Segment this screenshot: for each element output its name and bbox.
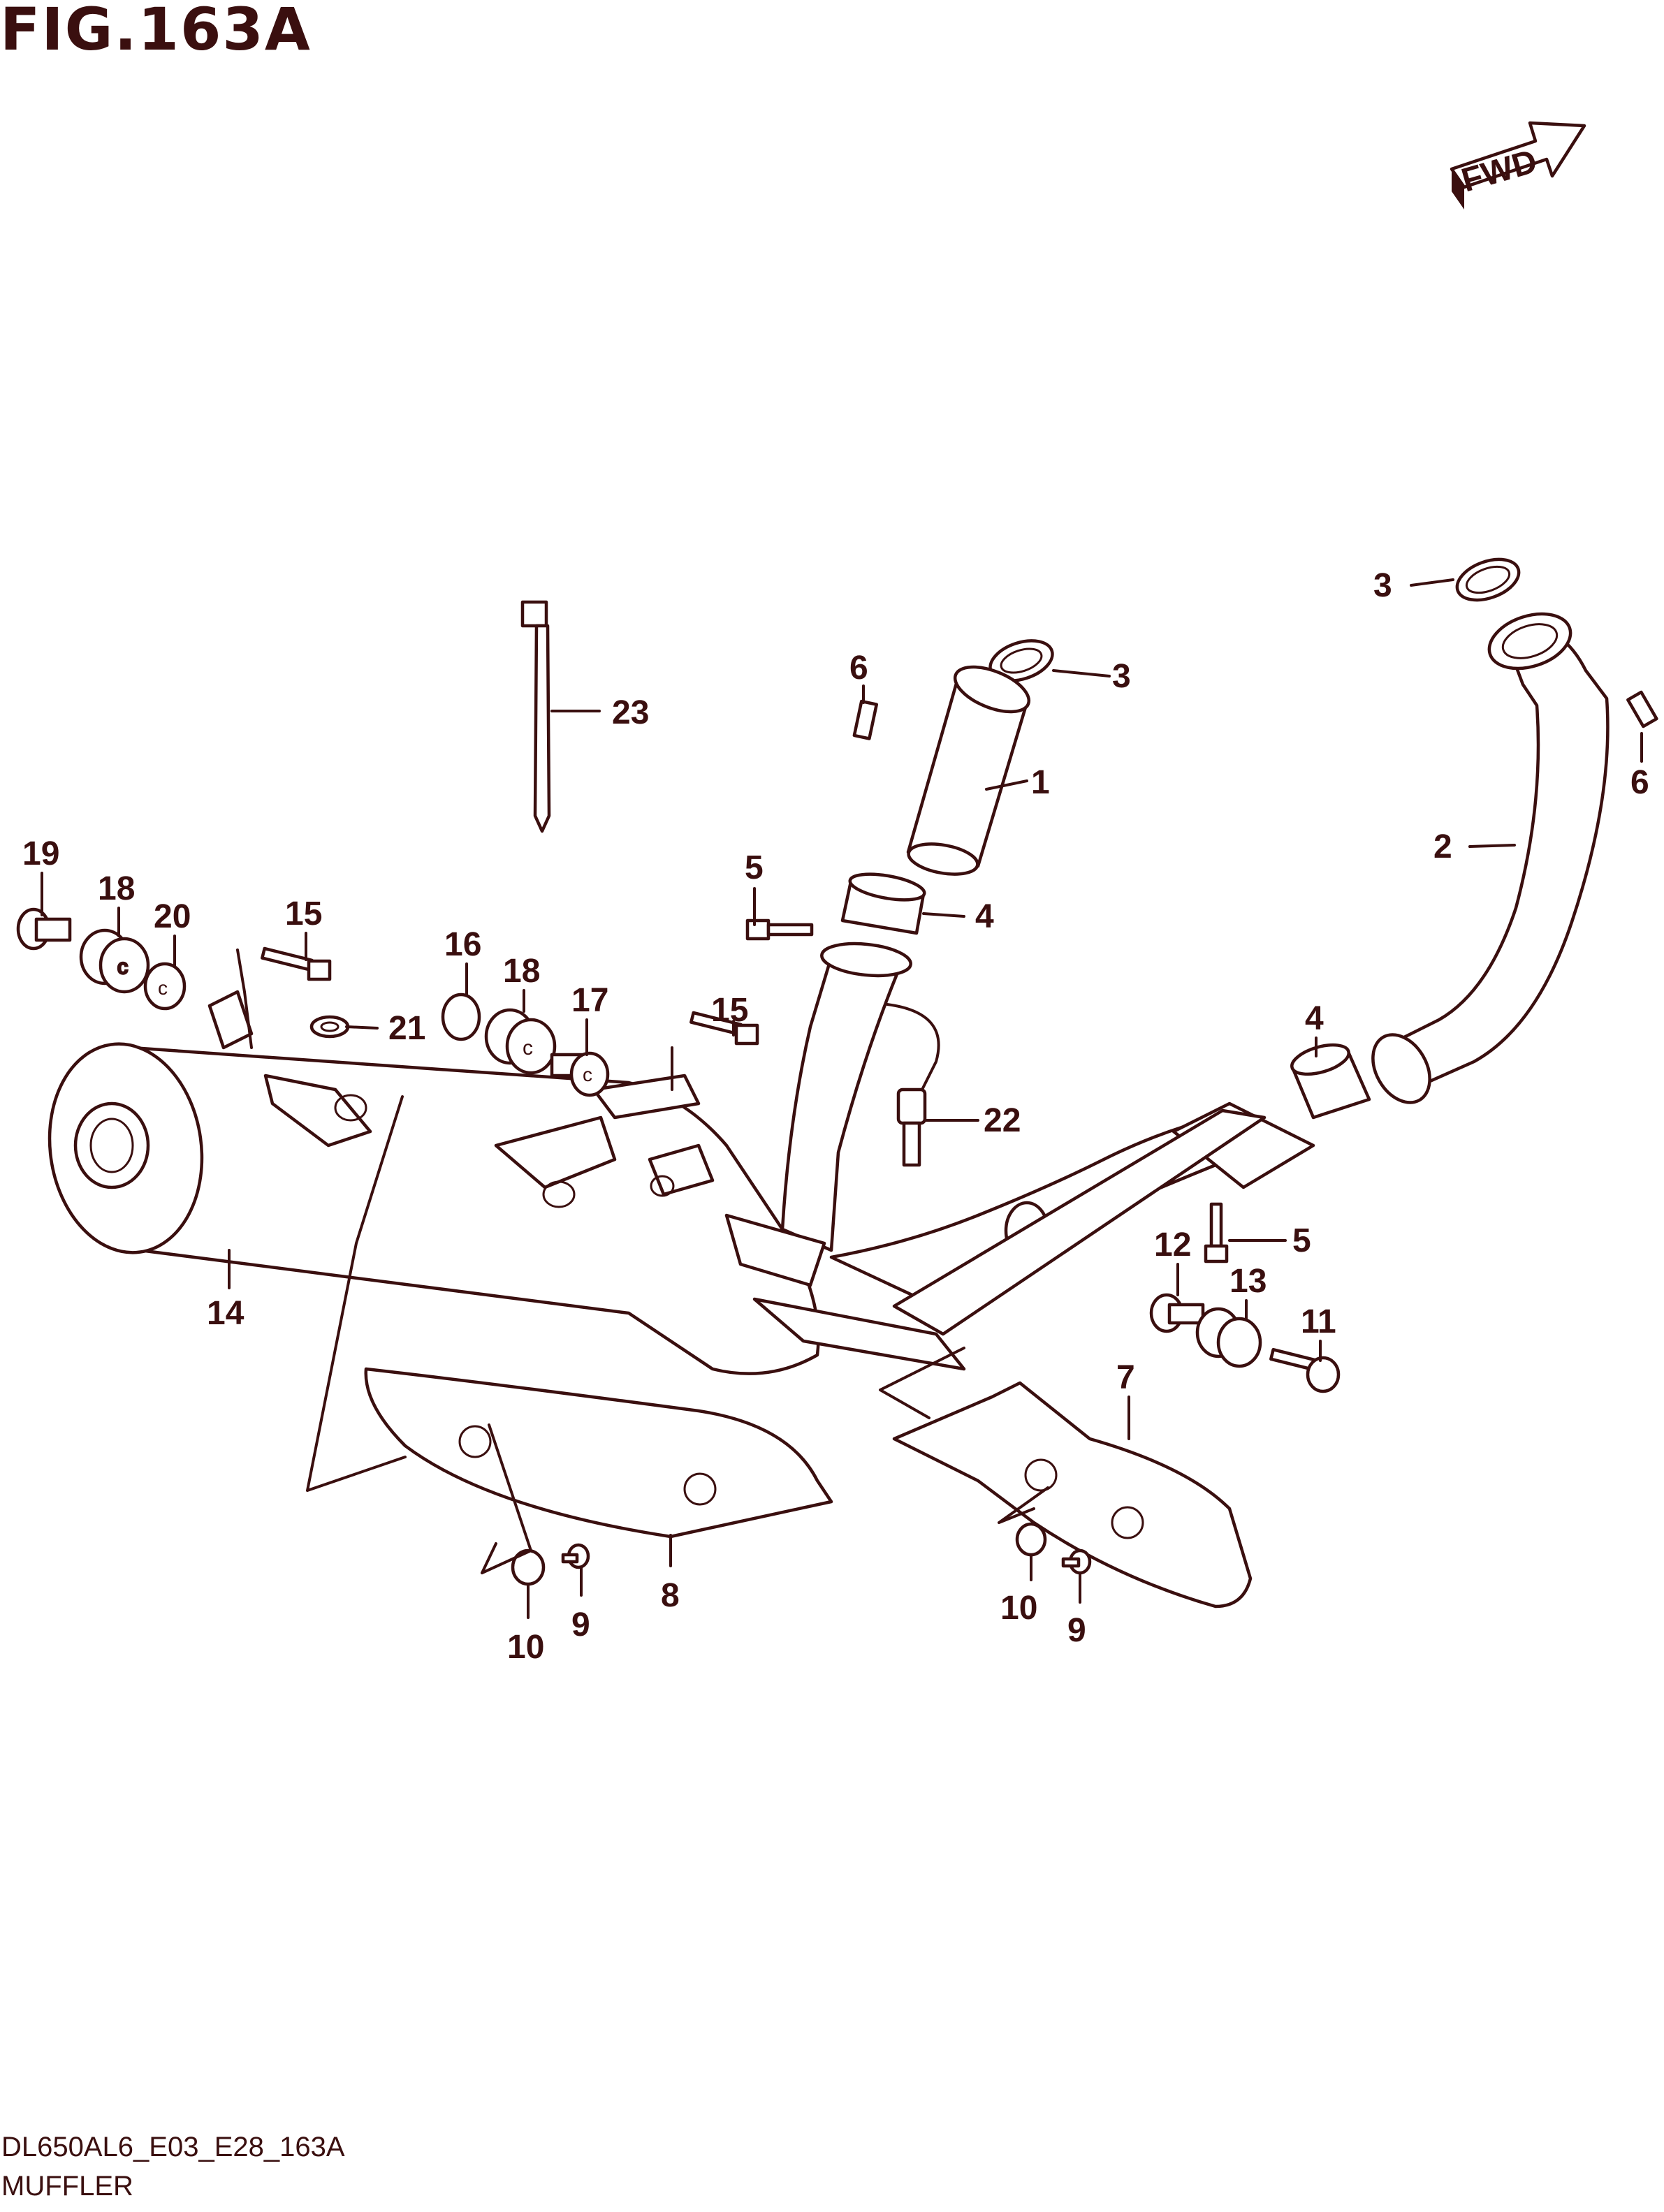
bolt-part-15-left xyxy=(261,946,332,981)
connector-sleeve-part-4-right xyxy=(1290,1043,1371,1120)
bolt-part-15-right xyxy=(689,1011,759,1046)
cushion-part-16 xyxy=(441,993,481,1041)
callout-10-left: 10 xyxy=(507,1629,544,1666)
gasket-part-3-right xyxy=(1455,557,1521,602)
connector-sleeve-part-4-upper xyxy=(840,872,926,935)
callout-4-upper: 4 xyxy=(975,898,994,935)
callout-17: 17 xyxy=(571,982,608,1019)
callout-20: 20 xyxy=(154,898,191,935)
stud-part-6-right xyxy=(1626,690,1658,728)
figure-title: FIG.163A xyxy=(0,0,312,64)
callout-14: 14 xyxy=(207,1295,245,1332)
muffler-part-14 xyxy=(48,990,966,1375)
callout-3-front: 3 xyxy=(1112,658,1131,695)
bolt-collar-part-12 xyxy=(1149,1293,1205,1333)
screw-part-9-left xyxy=(561,1543,590,1569)
callout-18-left: 18 xyxy=(98,870,135,907)
svg-text:c: c xyxy=(158,977,168,999)
exhaust-collector-assembly xyxy=(780,942,1315,1336)
callout-3-right: 3 xyxy=(1373,567,1392,604)
svg-text:c: c xyxy=(523,1037,533,1060)
svg-text:c: c xyxy=(583,1064,592,1085)
forward-direction-arrow-icon: FWD xyxy=(1450,121,1586,210)
bolt-part-5-upper xyxy=(745,918,814,941)
callout-7: 7 xyxy=(1116,1359,1135,1396)
oxygen-sensor-part-22 xyxy=(886,1003,940,1167)
callout-6-left: 6 xyxy=(849,650,868,687)
callout-1: 1 xyxy=(1031,764,1050,801)
callout-8: 8 xyxy=(661,1577,680,1614)
callout-6-right: 6 xyxy=(1630,764,1649,801)
bolt-part-5-lower xyxy=(1204,1202,1229,1264)
screw-part-9-right xyxy=(1061,1548,1092,1575)
exhaust-pipe-part-2 xyxy=(1371,612,1610,1104)
callout-5-upper: 5 xyxy=(745,849,764,886)
grommet-part-13 xyxy=(1195,1307,1262,1368)
callout-12: 12 xyxy=(1154,1226,1191,1264)
callout-19: 19 xyxy=(22,835,59,872)
callout-2: 2 xyxy=(1433,828,1452,865)
bolt-part-11 xyxy=(1269,1347,1341,1393)
cable-tie-part-23 xyxy=(520,600,551,833)
heat-shield-part-8 xyxy=(364,1367,833,1539)
collar-part-10-right xyxy=(1015,1522,1047,1557)
callout-5-lower: 5 xyxy=(1292,1222,1311,1259)
washer-part-21 xyxy=(309,1015,350,1039)
assembly-guide-lines xyxy=(236,948,1049,1574)
heat-shield-part-7 xyxy=(892,1381,1253,1609)
exhaust-pipe-part-1 xyxy=(906,665,1031,876)
callout-22: 22 xyxy=(984,1102,1021,1139)
callout-9-left: 9 xyxy=(571,1606,590,1643)
spacer-part-20: c xyxy=(143,962,187,1011)
svg-text:c: c xyxy=(117,955,128,979)
stud-part-6-left xyxy=(852,699,879,740)
grommet-part-18-middle: c xyxy=(484,1008,557,1075)
callout-13: 13 xyxy=(1229,1263,1267,1300)
fwd-badge-label: FWD xyxy=(1457,142,1541,199)
callout-15-left: 15 xyxy=(285,895,322,932)
callout-9-right: 9 xyxy=(1067,1612,1086,1649)
callout-23: 23 xyxy=(612,694,649,731)
bolt-collar-part-17: c xyxy=(550,1051,610,1097)
callout-4-right: 4 xyxy=(1305,1000,1324,1037)
bolt-collar-part-19 xyxy=(16,907,72,951)
diagram-name: MUFFLER xyxy=(1,2171,133,2202)
callout-21: 21 xyxy=(388,1010,425,1047)
diagram-code: DL650AL6_E03_E28_163A xyxy=(1,2132,345,2162)
callout-11: 11 xyxy=(1301,1303,1336,1340)
callout-labels: 3 3 6 6 23 1 2 19 18 20 15 16 18 17 5 4 … xyxy=(22,567,1649,1666)
callout-15-right: 15 xyxy=(711,992,748,1029)
grommet-part-18-left: c xyxy=(79,928,150,994)
callout-10-right: 10 xyxy=(1000,1590,1037,1627)
callout-16: 16 xyxy=(444,926,481,963)
callout-leader-lines xyxy=(41,578,1643,1619)
callout-18-middle: 18 xyxy=(503,953,540,990)
